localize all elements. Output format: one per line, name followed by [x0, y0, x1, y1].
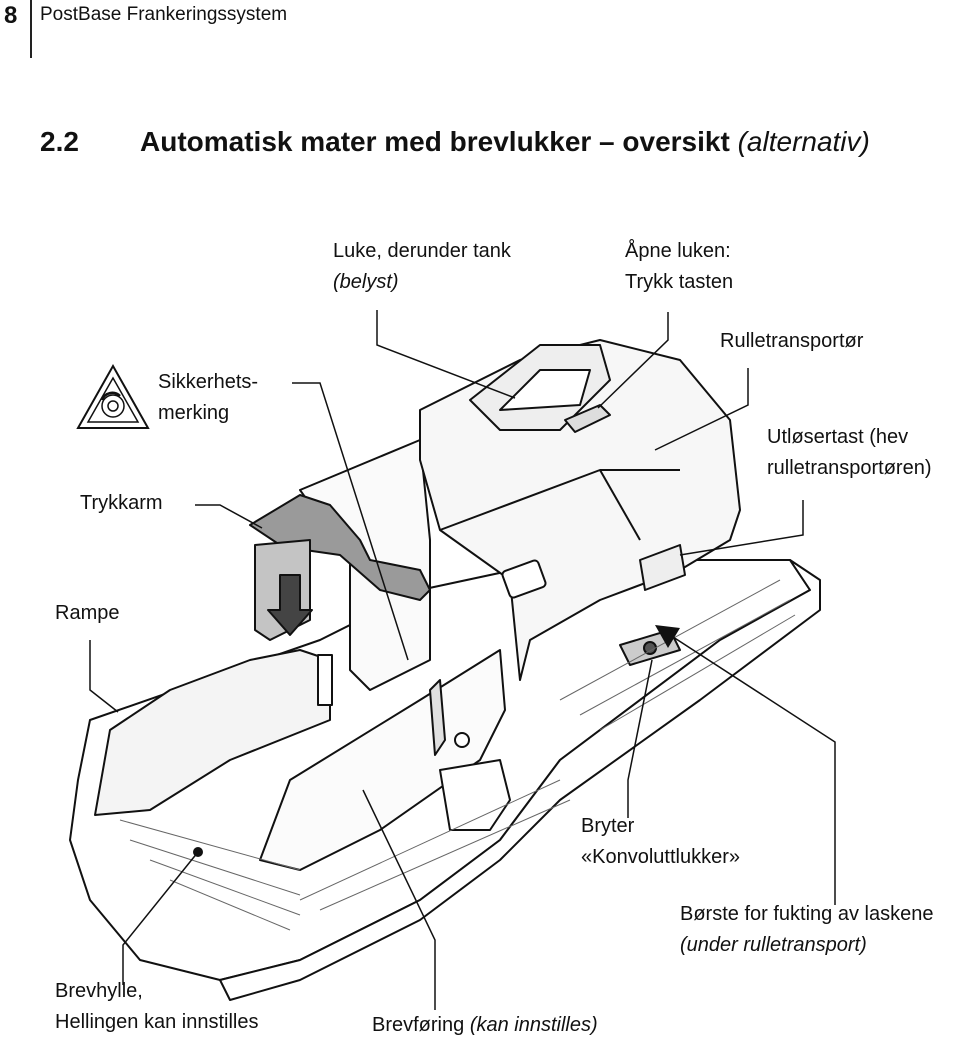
label-utlosertast: Utløsertast (hev rulletransportøren)	[767, 426, 932, 479]
label-bryter: Bryter «Konvoluttlukker»	[581, 815, 740, 868]
leader-bryter	[627, 659, 653, 818]
leader-rulle	[654, 368, 749, 451]
lid-button	[564, 404, 611, 433]
logo-plate	[501, 559, 547, 599]
label-luke: Luke, derunder tank (belyst)	[333, 240, 511, 293]
document-title: PostBase Frankeringssystem	[40, 4, 288, 25]
letter-guide-wall	[259, 649, 506, 871]
leader-sikkerhet	[292, 382, 409, 661]
brevhylle-dot	[193, 847, 203, 857]
release-tab	[639, 544, 686, 591]
label-borste: Børste for fukting av laskene (under rul…	[680, 903, 934, 956]
label-brevforing: Brevføring (kan innstilles)	[372, 1014, 598, 1036]
section-title-alt: (alternativ)	[737, 126, 870, 157]
section-number: 2.2	[40, 126, 79, 157]
leader-apne	[597, 312, 669, 409]
label-trykkarm: Trykkarm	[80, 492, 163, 514]
guide-clamp	[439, 759, 511, 831]
leader-rampe	[89, 640, 119, 713]
header-divider	[30, 0, 32, 58]
down-arrow	[267, 574, 313, 636]
label-rampe: Rampe	[55, 602, 120, 624]
leader-borste	[669, 634, 836, 905]
leader-utloser	[679, 500, 804, 556]
label-apne-luken: Åpne luken: Trykk tasten	[625, 240, 734, 293]
ramp-body	[94, 649, 331, 816]
pointer-arrow	[655, 625, 680, 648]
base-right-rail	[219, 559, 821, 1001]
leader-brevhylle	[122, 851, 199, 985]
page-number: 8	[4, 2, 18, 29]
section-title-main: Automatisk mater med brevlukker – oversi…	[140, 126, 730, 157]
leader-trykkarm	[195, 504, 263, 529]
section-title: Automatisk mater med brevlukker – oversi…	[140, 126, 870, 158]
leader-brevforing	[362, 789, 436, 1010]
label-brevhylle: Brevhylle, Hellingen kan innstilles	[55, 980, 259, 1033]
label-sikkerhetsmerking: Sikkerhets- merking	[158, 371, 259, 424]
label-rulletransportor: Rulletransportør	[720, 330, 864, 352]
leader-luke	[376, 310, 516, 399]
rotating-parts-warning-icon	[76, 363, 150, 429]
